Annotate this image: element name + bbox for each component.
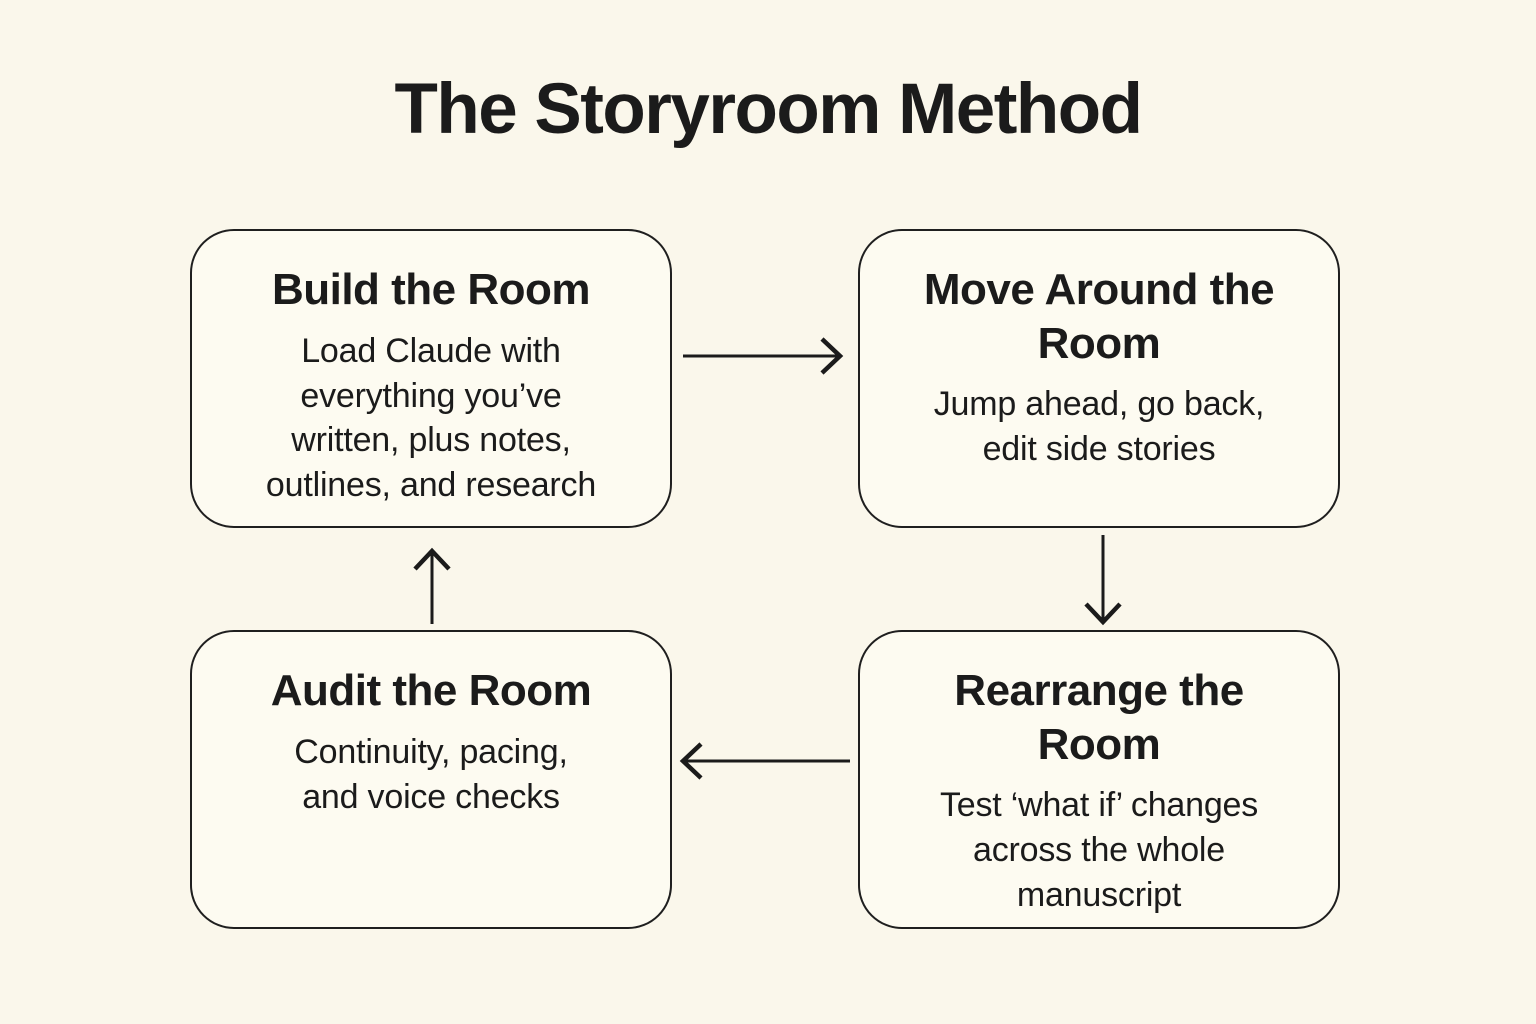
node-rearrange-the-room: Rearrange the Room Test ‘what if’ change… (858, 630, 1340, 929)
node-build-body: Load Claude with everything you’ve writt… (265, 331, 597, 505)
arrow-build-to-move-icon (683, 337, 844, 375)
node-rearrange-title: Rearrange the Room (954, 666, 1244, 769)
arrow-move-to-rearrange-icon (1084, 535, 1122, 626)
arrow-rearrange-to-audit-icon (679, 742, 850, 780)
node-move-around-the-room: Move Around the Room Jump ahead, go back… (858, 229, 1340, 528)
node-build-the-room: Build the Room Load Claude with everythi… (190, 229, 672, 528)
node-build-title: Build the Room (271, 265, 591, 314)
node-audit-title: Audit the Room (270, 666, 592, 715)
node-move-title: Move Around the Room (923, 265, 1275, 368)
node-rearrange-body: Test ‘what if’ changes across the whole … (939, 786, 1259, 915)
diagram-title: The Storyroom Method (394, 70, 1143, 149)
arrow-audit-to-build-icon (413, 547, 451, 624)
node-audit-body: Continuity, pacing, and voice checks (294, 732, 568, 816)
node-audit-the-room: Audit the Room Continuity, pacing, and v… (190, 630, 672, 929)
node-move-body: Jump ahead, go back, edit side stories (933, 385, 1265, 469)
